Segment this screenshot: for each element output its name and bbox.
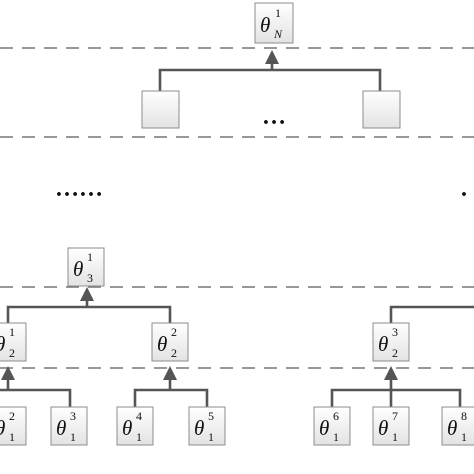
top-tree-edge <box>158 60 382 95</box>
node-theta-N-1-label: θ 1 N <box>260 4 285 41</box>
edge-level1-to-level2-right <box>133 380 209 407</box>
edge-level1-to-level2-right-subtree <box>330 380 462 407</box>
node-theta-3-1-label: θ 1 3 <box>73 248 97 285</box>
node-theta-1-5-label: θ 5 1 <box>194 407 218 444</box>
edge-level1-to-level2-left <box>0 380 72 407</box>
arrow-head <box>163 366 177 380</box>
edge-level2-to-level3-right <box>389 305 474 323</box>
node-theta-2-3 <box>372 322 410 362</box>
node-theta-2-2 <box>151 322 189 362</box>
node-theta-1-7 <box>372 406 410 446</box>
node-theta-1-5 <box>188 406 226 446</box>
arrow-head <box>1 366 15 380</box>
node-theta-1-7-label: θ 7 1 <box>378 407 402 444</box>
node-empty-right <box>362 90 401 129</box>
node-theta-1-6-label: θ 6 1 <box>319 407 343 444</box>
node-theta-1-2 <box>0 406 27 446</box>
left-subtree: θ 1 3 θ 1 2 θ 2 2 θ 2 1 θ 3 1 <box>0 247 226 446</box>
node-theta-1-8-label: θ 8 1 <box>447 407 471 444</box>
node-theta-2-1 <box>0 322 27 362</box>
ellipsis-middle-left: …… <box>55 176 103 202</box>
node-theta-1-2-label: θ 2 1 <box>0 407 19 444</box>
node-theta-3-1 <box>67 247 105 287</box>
node-theta-2-1-label: θ 1 2 <box>0 323 19 360</box>
node-theta-1-8 <box>441 406 474 446</box>
arrow-head <box>265 50 279 64</box>
node-theta-N-1 <box>254 2 294 44</box>
arrow-head <box>80 287 94 301</box>
node-theta-2-2-label: θ 2 2 <box>157 323 181 360</box>
node-theta-1-4-label: θ 4 1 <box>122 407 146 444</box>
node-theta-1-3-label: θ 3 1 <box>56 407 80 444</box>
node-theta-2-3-label: θ 3 2 <box>378 323 402 360</box>
right-subtree: θ 3 2 θ 6 1 θ 7 1 θ 8 1 <box>313 305 474 446</box>
ellipsis-middle-right: . <box>461 176 467 202</box>
top-tree: θ 1 N … <box>141 2 401 130</box>
node-empty-left <box>141 90 180 129</box>
edge-level2-to-level3 <box>6 298 172 323</box>
node-theta-1-3 <box>50 406 88 446</box>
node-theta-1-6 <box>313 406 351 446</box>
ellipsis-top: … <box>262 104 286 130</box>
arrow-head <box>384 366 398 380</box>
node-theta-1-4 <box>116 406 154 446</box>
level-separators <box>0 47 474 369</box>
